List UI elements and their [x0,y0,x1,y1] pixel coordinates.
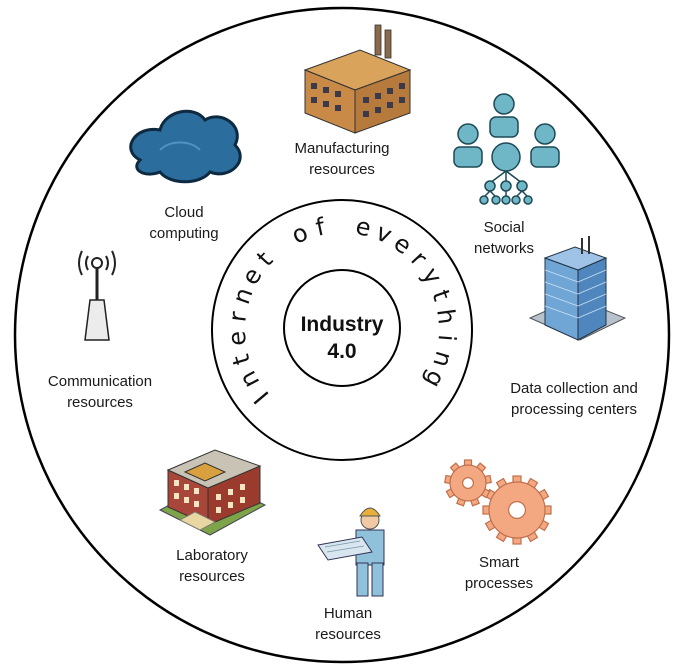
cloud-icon [129,109,242,184]
data-centers-label: Data collection and processing centers [510,380,638,418]
center-title: Industry 4.0 [272,311,412,365]
ring-letter: h [431,307,461,326]
ring-letter: t [251,246,278,272]
ring-letter: t [226,351,256,368]
ring-letter: n [427,348,458,370]
ring-letter: r [405,245,432,271]
people-network-icon [453,93,560,205]
social-networks-label: Social networks [473,219,535,257]
outer-ring [13,6,671,664]
gears-icon [444,459,552,545]
smart-processes-label: Smart processes [464,554,534,592]
ring-letter: e [223,330,252,347]
ring-letter: t [426,286,456,304]
ring-letter: f [313,213,328,242]
ring-letter: o [287,218,312,250]
gear-hole [462,477,475,490]
ring-letter: n [227,284,258,308]
inner-ring [283,269,401,387]
cloud-computing-label: Cloud computing [149,204,219,242]
human-resources-label: Human resources [315,605,381,643]
engineer-icon [317,507,385,597]
manufacturing-label: Manufacturing resources [294,140,390,178]
ring-letter: I [249,386,275,409]
ring-letter: e [389,229,417,260]
laboratory-resources-label: Laboratory resources [176,547,248,585]
center-title-line2: 4.0 [327,340,357,363]
communication-resources-label: Communication resources [47,373,153,411]
ring-letter: g [419,366,451,393]
center-title-line1: Industry [300,313,384,336]
ring-letter: i [432,334,460,343]
antenna-icon [78,250,116,341]
ring-letter: n [233,366,265,393]
school-building-icon [158,449,267,536]
gear-hole [508,501,527,520]
factory-icon [303,24,412,134]
ring-letter: y [416,263,447,290]
middle-ring [211,199,473,461]
ring-letter: r [223,310,252,323]
ring-letter: e [236,263,268,290]
office-building-icon [528,236,627,341]
ring-letter: e [353,212,373,242]
